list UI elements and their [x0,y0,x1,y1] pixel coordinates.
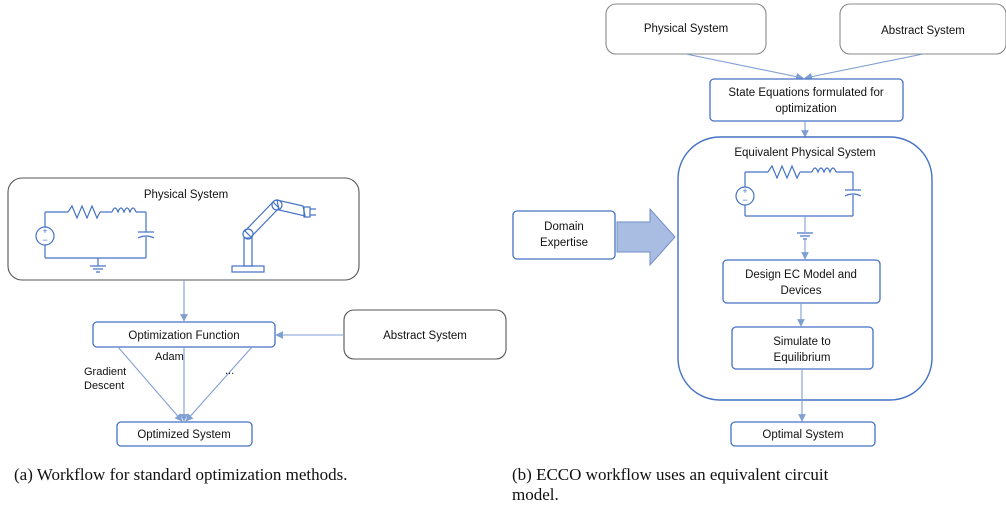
robot-arm-icon [231,199,316,273]
edge-gradient-descent [117,346,183,422]
optimized-system-node [116,421,253,447]
domain-expertise-arrow [616,207,676,267]
edge-other [185,346,253,422]
caption-b-line2: model. [512,485,559,504]
simulate-line2: Equilibrium [774,352,831,364]
circuit-icon-b: + − [735,164,862,217]
abstract-system-label-b: Abstract System [881,25,965,37]
domain-expertise-line1: Domain [544,221,584,233]
optimized-system-label: Optimized System [137,429,230,441]
design-ec-line2: Devices [781,285,822,297]
state-equations-node [709,78,904,122]
edge-physical-to-state [685,53,804,81]
equivalent-physical-system-label: Equivalent Physical System [734,147,875,159]
svg-text:+: + [42,226,47,236]
edge-label-adam: Adam [155,351,184,363]
domain-expertise-line2: Expertise [540,237,588,249]
caption-b-line1: (b) ECCO workflow uses an equivalent cir… [512,465,829,484]
state-equations-line2: optimization [775,103,836,115]
optimal-system-node [730,421,876,447]
edge-abstract-to-state [804,53,924,81]
state-equations-line1: State Equations formulated for [728,87,884,99]
ground-icon [797,232,813,240]
edge-label-gradient-line2: Descent [84,380,124,392]
optimal-system-label: Optimal System [762,429,843,441]
svg-text:+: + [742,186,747,196]
simulate-line1: Simulate to [773,336,831,348]
panel-b: Physical System Abstract System State Eq… [512,3,1006,504]
svg-text:−: − [42,235,47,245]
edge-label-ellipsis: ... [225,365,234,377]
physical-system-label: Physical System [144,189,228,201]
abstract-system-label: Abstract System [383,330,467,342]
domain-expertise-node [512,210,616,260]
circuit-icon: + − [35,204,155,273]
panel-a: Physical System + − [7,177,507,484]
edge-label-gradient-line1: Gradient [84,366,126,378]
optimization-function-label: Optimization Function [128,330,239,342]
svg-text:−: − [742,195,747,205]
physical-system-label-b: Physical System [644,23,728,35]
design-ec-line1: Design EC Model and [745,269,857,281]
caption-a: (a) Workflow for standard optimization m… [14,465,348,484]
